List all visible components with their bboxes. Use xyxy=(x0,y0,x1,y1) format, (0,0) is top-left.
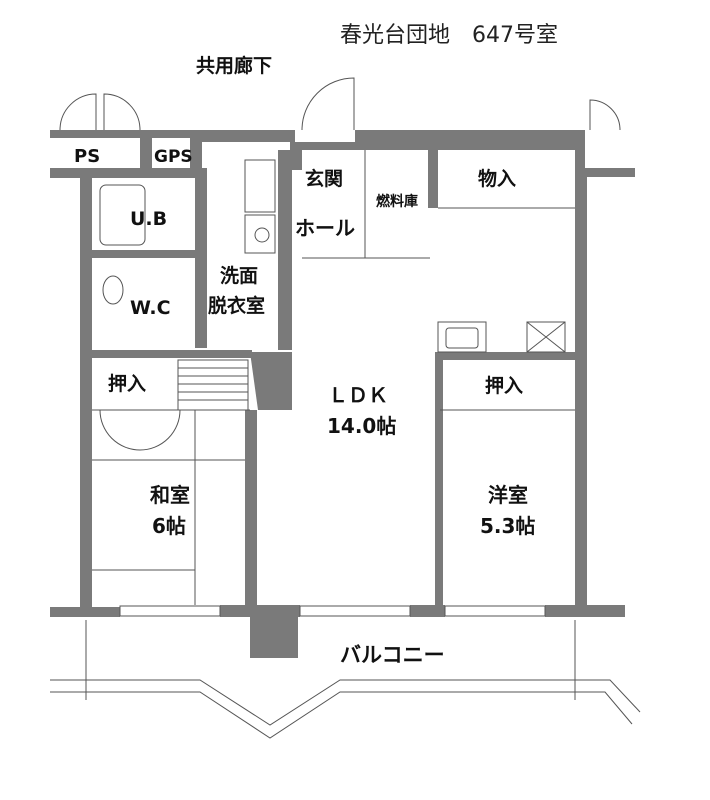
balcony-label: バルコニー xyxy=(340,643,445,667)
room-ldk-1: ＬＤＫ xyxy=(328,383,388,407)
walls xyxy=(50,130,635,658)
plan-title: 春光台団地 647号室 xyxy=(340,23,558,48)
window-ldk xyxy=(299,605,411,617)
room-yoshitsu-1: 洋室 xyxy=(488,483,528,507)
room-ldk-2: 14.0帖 xyxy=(327,414,396,438)
fixtures xyxy=(50,77,641,739)
room-wc: W.C xyxy=(130,297,171,319)
stairs xyxy=(177,359,249,411)
room-yoshitsu-2: 5.3帖 xyxy=(480,514,535,538)
room-oshiire-left: 押入 xyxy=(108,372,146,395)
room-ps: PS xyxy=(74,146,100,167)
room-gps: GPS xyxy=(154,147,193,167)
room-oshiire-right: 押入 xyxy=(485,374,523,397)
room-ub: U.B xyxy=(130,208,167,230)
room-labels: PS GPS U.B W.C 押入 洗面 脱衣室 玄関 ホール 燃料庫 物入 Ｌ… xyxy=(74,146,535,538)
room-mono: 物入 xyxy=(478,167,516,190)
room-senmen-1: 洗面 xyxy=(220,264,258,287)
room-washitsu-2: 6帖 xyxy=(152,514,186,538)
toilet xyxy=(102,275,124,305)
room-washitsu-1: 和室 xyxy=(150,483,190,507)
room-genkan: 玄関 xyxy=(305,167,343,190)
room-nenryo: 燃料庫 xyxy=(376,193,418,210)
bathtub xyxy=(99,184,146,246)
room-hall: ホール xyxy=(295,216,355,240)
window-yoshitsu xyxy=(444,605,546,617)
wash-basin xyxy=(244,214,276,254)
window-washitsu xyxy=(119,605,221,617)
room-senmen-2: 脱衣室 xyxy=(208,294,265,317)
corridor-label: 共用廊下 xyxy=(196,54,272,77)
